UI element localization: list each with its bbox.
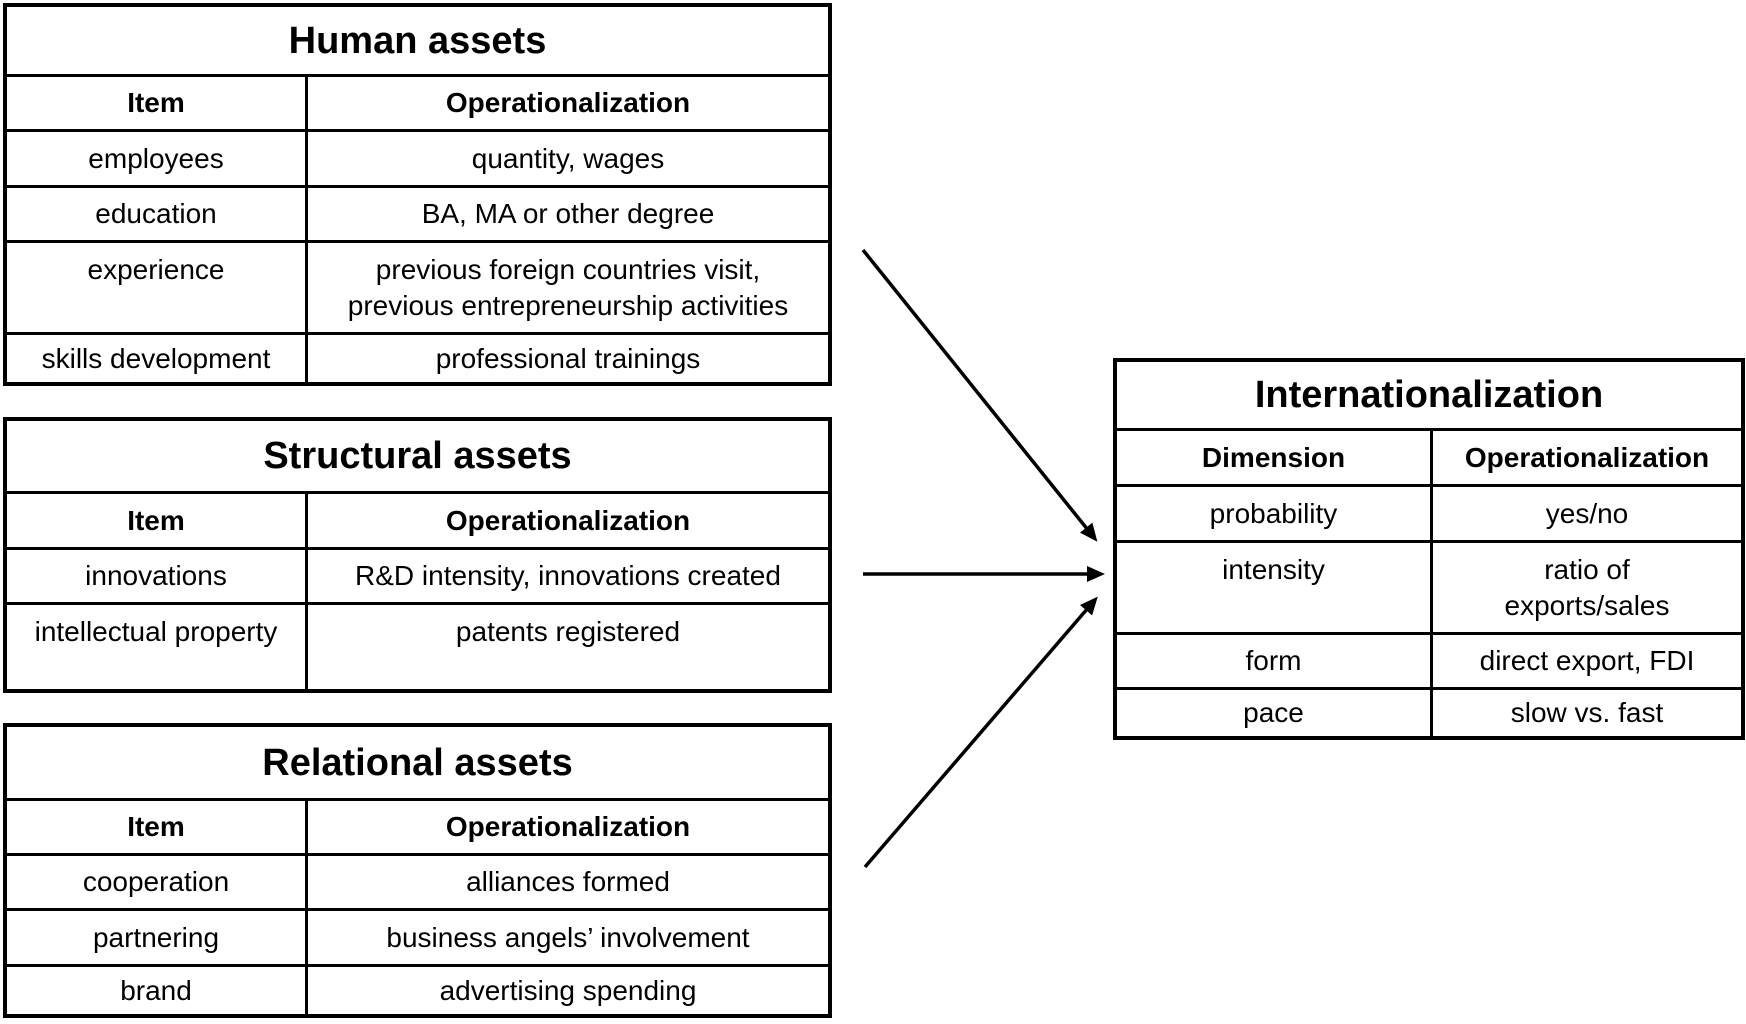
cell-item: partnering — [92, 921, 220, 953]
table-row: cooperation alliances formed — [7, 853, 828, 908]
cell-item: employees — [88, 142, 224, 174]
cell-item: innovations — [85, 560, 227, 591]
column-header-operationalization: Operationalization — [1430, 431, 1741, 484]
column-header-dimension: Dimension — [1201, 441, 1346, 473]
structural-assets-table: Structural assets Item Operationalizatio… — [3, 417, 832, 693]
cell-item: education — [95, 198, 217, 229]
cell-operationalization: advertising spending — [305, 967, 828, 1014]
table-title: Structural assets — [263, 435, 572, 477]
cell-item: brand — [120, 974, 192, 1006]
table-row: pace slow vs. fast — [1117, 687, 1741, 736]
table-row: employees quantity, wages — [7, 129, 828, 185]
table-row: skills development professional training… — [7, 332, 828, 382]
cell-operationalization: business angels’ involvement — [305, 911, 828, 964]
column-header-operationalization: Operationalization — [305, 494, 828, 547]
cell-operationalization: patents registered — [305, 605, 828, 689]
cell-operationalization: yes/no — [1430, 487, 1741, 540]
cell-item: intellectual property — [34, 616, 278, 647]
human-assets-table: Human assets Item Operationalization emp… — [3, 3, 832, 386]
cell-item: cooperation — [82, 866, 230, 897]
table-title: Internationalization — [1254, 374, 1604, 416]
cell-operationalization: direct export, FDI — [1430, 635, 1741, 687]
cell-dimension: form — [1245, 645, 1302, 676]
column-header-item: Item — [127, 504, 185, 536]
table-row: partnering business angels’ involvement — [7, 908, 828, 964]
table-row: intensity ratio of exports/sales — [1117, 540, 1741, 632]
table-row: education BA, MA or other degree — [7, 185, 828, 240]
table-row: form direct export, FDI — [1117, 632, 1741, 687]
cell-dimension: intensity — [1222, 554, 1325, 585]
table-row: intellectual property patents registered — [7, 602, 828, 689]
cell-operationalization: BA, MA or other degree — [305, 188, 828, 240]
cell-operationalization: previous foreign countries visit, previo… — [305, 243, 828, 332]
cell-operationalization: ratio of exports/sales — [1430, 543, 1741, 632]
relational-assets-table: Relational assets Item Operationalizatio… — [3, 723, 832, 1018]
column-header-operationalization: Operationalization — [305, 801, 828, 853]
cell-item: experience — [87, 254, 225, 285]
internationalization-table: Internationalization Dimension Operation… — [1113, 358, 1745, 740]
column-header-item: Item — [127, 87, 185, 118]
cell-operationalization: professional trainings — [305, 335, 828, 382]
arrow-relational-to-internationalization — [863, 596, 1098, 869]
table-title: Human assets — [288, 19, 547, 62]
cell-item: skills development — [41, 342, 271, 374]
table-row: experience previous foreign countries vi… — [7, 240, 828, 332]
cell-operationalization: slow vs. fast — [1430, 690, 1741, 736]
cell-operationalization: alliances formed — [305, 856, 828, 908]
column-header-operationalization: Operationalization — [305, 77, 828, 129]
table-title: Relational assets — [262, 741, 573, 784]
arrow-human-to-internationalization — [861, 248, 1098, 542]
column-header-item: Item — [127, 811, 185, 842]
cell-dimension: probability — [1209, 497, 1338, 529]
table-row: probability yes/no — [1117, 484, 1741, 540]
cell-operationalization: R&D intensity, innovations created — [305, 550, 828, 602]
cell-operationalization: quantity, wages — [305, 132, 828, 185]
table-row: brand advertising spending — [7, 964, 828, 1014]
table-row: innovations R&D intensity, innovations c… — [7, 547, 828, 602]
cell-dimension: pace — [1243, 697, 1304, 728]
